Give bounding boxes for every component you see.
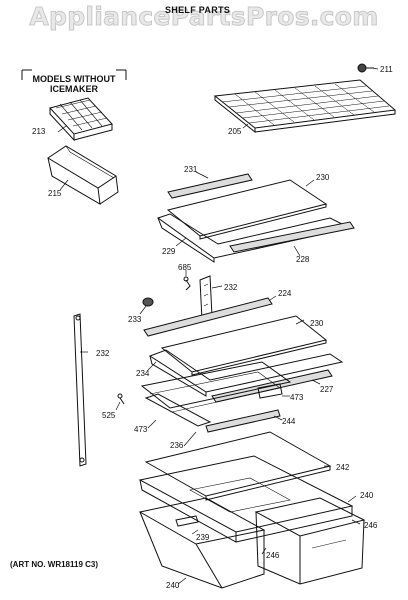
part-239-handle[interactable] [175, 515, 199, 527]
part-230-glass-upper[interactable] [166, 179, 328, 240]
part-232-vertical-rail[interactable] [73, 313, 87, 467]
part-230-glass-middle[interactable] [160, 315, 328, 376]
label-246-right: 246 [364, 521, 378, 530]
part-224-shelf-trim[interactable] [143, 297, 273, 337]
leader-lines [57, 67, 379, 585]
label-525: 525 [102, 411, 116, 420]
label-230-middle: 230 [310, 319, 324, 328]
part-213-ice-tray[interactable] [49, 97, 113, 142]
part-240-crisper-pan-left[interactable] [138, 497, 266, 589]
label-244: 244 [282, 417, 296, 426]
part-211-stop[interactable] [357, 63, 374, 73]
watermark: AppliancePartsPros.com [29, 2, 379, 32]
part-244-trim[interactable] [205, 409, 281, 433]
label-229: 229 [162, 247, 176, 256]
label-231: 231 [184, 165, 198, 174]
label-228: 228 [296, 255, 310, 264]
label-240-right: 240 [360, 491, 374, 500]
diagram-title: SHELF PARTS [165, 5, 231, 15]
part-685-screw[interactable] [183, 276, 191, 291]
note-bracket-left [21, 69, 32, 80]
models-note-line2: ICEMAKER [49, 84, 98, 94]
label-239: 239 [196, 533, 210, 542]
label-215: 215 [48, 189, 62, 198]
label-242: 242 [336, 463, 350, 472]
label-685: 685 [178, 263, 192, 272]
part-215-ice-bin[interactable] [47, 145, 119, 205]
crisper-frame [138, 455, 354, 543]
label-232-rail: 232 [96, 349, 110, 358]
part-246-crisper-pan-right[interactable] [254, 497, 366, 585]
part-473-slide-left[interactable] [144, 393, 212, 427]
part-525-screw[interactable] [117, 393, 125, 405]
label-473-right: 473 [290, 393, 304, 402]
part-228-rear-trim[interactable] [229, 221, 355, 253]
label-213: 213 [32, 127, 46, 136]
part-233-stop[interactable] [142, 297, 154, 307]
label-234: 234 [136, 369, 150, 378]
label-211: 211 [380, 65, 393, 74]
part-229-shelf-frame[interactable] [156, 213, 352, 263]
label-232-upper: 232 [224, 283, 238, 292]
note-bracket-right [116, 69, 127, 80]
label-230-upper: 230 [316, 173, 330, 182]
models-note: MODELS WITHOUT ICEMAKER [24, 74, 124, 94]
models-note-line1: MODELS WITHOUT [32, 74, 116, 84]
label-227: 227 [320, 385, 334, 394]
part-236-pan-frame[interactable] [140, 361, 292, 413]
part-234-shelf-frame[interactable] [148, 349, 344, 397]
art-number: (ART NO. WR18119 C3) [10, 560, 99, 569]
label-205: 205 [228, 127, 242, 136]
part-231-shelf-trim[interactable] [167, 173, 253, 199]
part-205-wire-shelf[interactable] [213, 79, 397, 134]
label-246-left: 246 [266, 551, 280, 560]
label-240-left: 240 [166, 581, 180, 590]
label-473-left: 473 [134, 425, 148, 434]
label-224: 224 [278, 289, 292, 298]
label-236: 236 [170, 441, 184, 450]
label-233: 233 [128, 315, 142, 324]
